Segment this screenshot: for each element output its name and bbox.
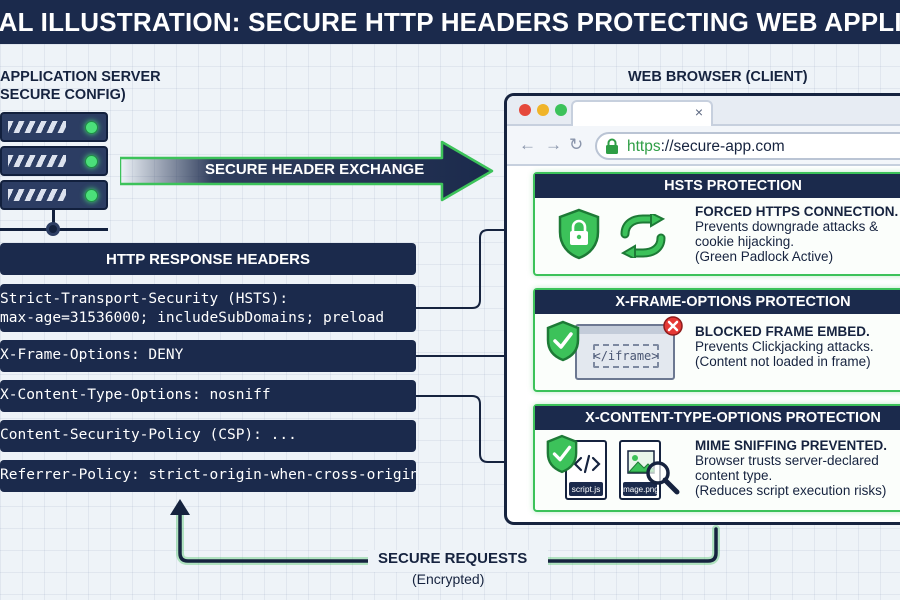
server-unit-3 bbox=[0, 180, 108, 210]
header-key: X-Frame-Options: bbox=[0, 347, 140, 363]
tab-close-icon[interactable]: × bbox=[694, 104, 703, 120]
hsts-line3: cookie hijacking. bbox=[695, 234, 795, 249]
network-node-icon bbox=[46, 222, 60, 236]
image-file-label: image.png bbox=[621, 482, 659, 496]
panel-heading: X-CONTENT-TYPE-OPTIONS PROTECTION bbox=[535, 406, 900, 430]
refresh-cycle-icon bbox=[620, 214, 666, 258]
xfo-line3: (Content not loaded in frame) bbox=[695, 354, 871, 369]
reload-icon[interactable]: ↻ bbox=[569, 135, 584, 154]
header-value: strict-origin-when-cross-origin bbox=[139, 467, 416, 483]
server-unit-2 bbox=[0, 146, 108, 176]
address-bar[interactable]: https://secure-app.com bbox=[595, 132, 900, 160]
status-led-icon bbox=[85, 189, 98, 202]
header-row-referrer: Referrer-Policy: strict-origin-when-cros… bbox=[0, 460, 416, 492]
header-row-xcto: X-Content-Type-Options: nosniff bbox=[0, 380, 416, 412]
xcto-panel: X-CONTENT-TYPE-OPTIONS PROTECTION script… bbox=[533, 404, 900, 512]
header-value: max-age=31536000; includeSubDomains; pre… bbox=[0, 310, 385, 326]
header-value: DENY bbox=[139, 347, 184, 363]
hsts-line1: FORCED HTTPS CONNECTION. bbox=[695, 204, 899, 219]
vent-stripes bbox=[8, 189, 66, 201]
url-text: https://secure-app.com bbox=[627, 138, 785, 156]
header-key: X-Content-Type-Options: bbox=[0, 387, 201, 403]
header-row-csp: Content-Security-Policy (CSP): ... bbox=[0, 420, 416, 452]
hsts-line4: (Green Padlock Active) bbox=[695, 249, 834, 264]
script-file-label: script.js bbox=[569, 482, 603, 496]
header-key: Content-Security-Policy (CSP): bbox=[0, 427, 262, 443]
browser-label: WEB BROWSER (CLIENT) bbox=[628, 69, 808, 85]
exchange-label: SECURE HEADER EXCHANGE bbox=[205, 161, 425, 178]
requests-label: SECURE REQUESTS bbox=[378, 550, 528, 567]
script-file-card: script.js bbox=[565, 440, 607, 500]
server-stem bbox=[52, 210, 55, 228]
header-row-xfo: X-Frame-Options: DENY bbox=[0, 340, 416, 372]
server-label-line2: SECURE CONFIG) bbox=[0, 87, 126, 103]
code-brackets-icon bbox=[573, 454, 601, 474]
header-value: ... bbox=[261, 427, 297, 443]
page-title: ACTICAL ILLUSTRATION: SECURE HTTP HEADER… bbox=[0, 6, 900, 37]
hsts-description: FORCED HTTPS CONNECTION. Prevents downgr… bbox=[695, 204, 898, 264]
headers-title: HTTP RESPONSE HEADERS bbox=[0, 243, 416, 275]
browser-nav-row: ← → ↻ https://secure-app.com bbox=[507, 126, 900, 166]
header-value: nosniff bbox=[200, 387, 271, 403]
xcto-description: MIME SNIFFING PREVENTED. Browser trusts … bbox=[695, 438, 887, 498]
xcto-line1: MIME SNIFFING PREVENTED. bbox=[695, 438, 888, 453]
minimize-dot-icon[interactable] bbox=[537, 104, 549, 116]
xcto-line4: (Reduces script execution risks) bbox=[695, 483, 887, 498]
close-dot-icon[interactable] bbox=[519, 104, 531, 116]
header-key: Referrer-Policy: bbox=[0, 467, 140, 483]
hsts-line2: Prevents downgrade attacks & bbox=[695, 219, 879, 234]
panel-heading: HSTS PROTECTION bbox=[535, 174, 900, 198]
header-key: Strict-Transport-Security (HSTS): bbox=[0, 291, 289, 307]
iframe-tag: </iframe> bbox=[593, 344, 659, 368]
iframe-mock-bar bbox=[577, 326, 673, 334]
padlock-icon bbox=[606, 138, 618, 154]
shield-check-icon bbox=[546, 434, 578, 474]
xfo-panel: X-FRAME-OPTIONS PROTECTION </iframe> BLO… bbox=[533, 288, 900, 392]
maximize-dot-icon[interactable] bbox=[555, 104, 567, 116]
status-led-icon bbox=[85, 121, 98, 134]
browser-window: × ← → ↻ https://secure-app.com HSTS PROT… bbox=[504, 93, 900, 525]
browser-titlebar: × bbox=[507, 96, 900, 126]
requests-label-bg bbox=[368, 550, 548, 572]
status-led-icon bbox=[85, 155, 98, 168]
iframe-mock: </iframe> bbox=[575, 324, 675, 380]
panel-heading: X-FRAME-OPTIONS PROTECTION bbox=[535, 290, 900, 314]
requests-sublabel: (Encrypted) bbox=[412, 571, 485, 587]
forward-arrow-icon[interactable]: → bbox=[545, 135, 562, 154]
hsts-panel: HSTS PROTECTION FORCED HTTPS CONNECTION.… bbox=[533, 172, 900, 276]
blocked-x-icon bbox=[663, 316, 683, 336]
url-scheme: https bbox=[627, 138, 661, 155]
back-arrow-icon[interactable]: ← bbox=[519, 135, 536, 154]
vent-stripes bbox=[8, 155, 66, 167]
xfo-line1: BLOCKED FRAME EMBED. bbox=[695, 324, 870, 339]
xcto-line2: Browser trusts server-declared bbox=[695, 453, 879, 468]
xfo-line2: Prevents Clickjacking attacks. bbox=[695, 339, 874, 354]
xcto-line3: content type. bbox=[695, 468, 773, 483]
shield-lock-icon bbox=[558, 208, 600, 260]
browser-tab[interactable]: × bbox=[571, 100, 713, 126]
url-host: ://secure-app.com bbox=[660, 138, 785, 155]
title-bar: ACTICAL ILLUSTRATION: SECURE HTTP HEADER… bbox=[0, 0, 900, 44]
server-label-line1: APPLICATION SERVER bbox=[0, 69, 161, 85]
magnifier-icon bbox=[646, 461, 680, 495]
exchange-arrow bbox=[120, 140, 494, 202]
server-label: APPLICATION SERVER SECURE CONFIG) bbox=[0, 68, 161, 104]
vent-stripes bbox=[8, 121, 66, 133]
xfo-description: BLOCKED FRAME EMBED. Prevents Clickjacki… bbox=[695, 324, 874, 369]
header-row-hsts: Strict-Transport-Security (HSTS): max-ag… bbox=[0, 284, 416, 332]
shield-check-icon bbox=[546, 320, 580, 362]
server-unit-1 bbox=[0, 112, 108, 142]
